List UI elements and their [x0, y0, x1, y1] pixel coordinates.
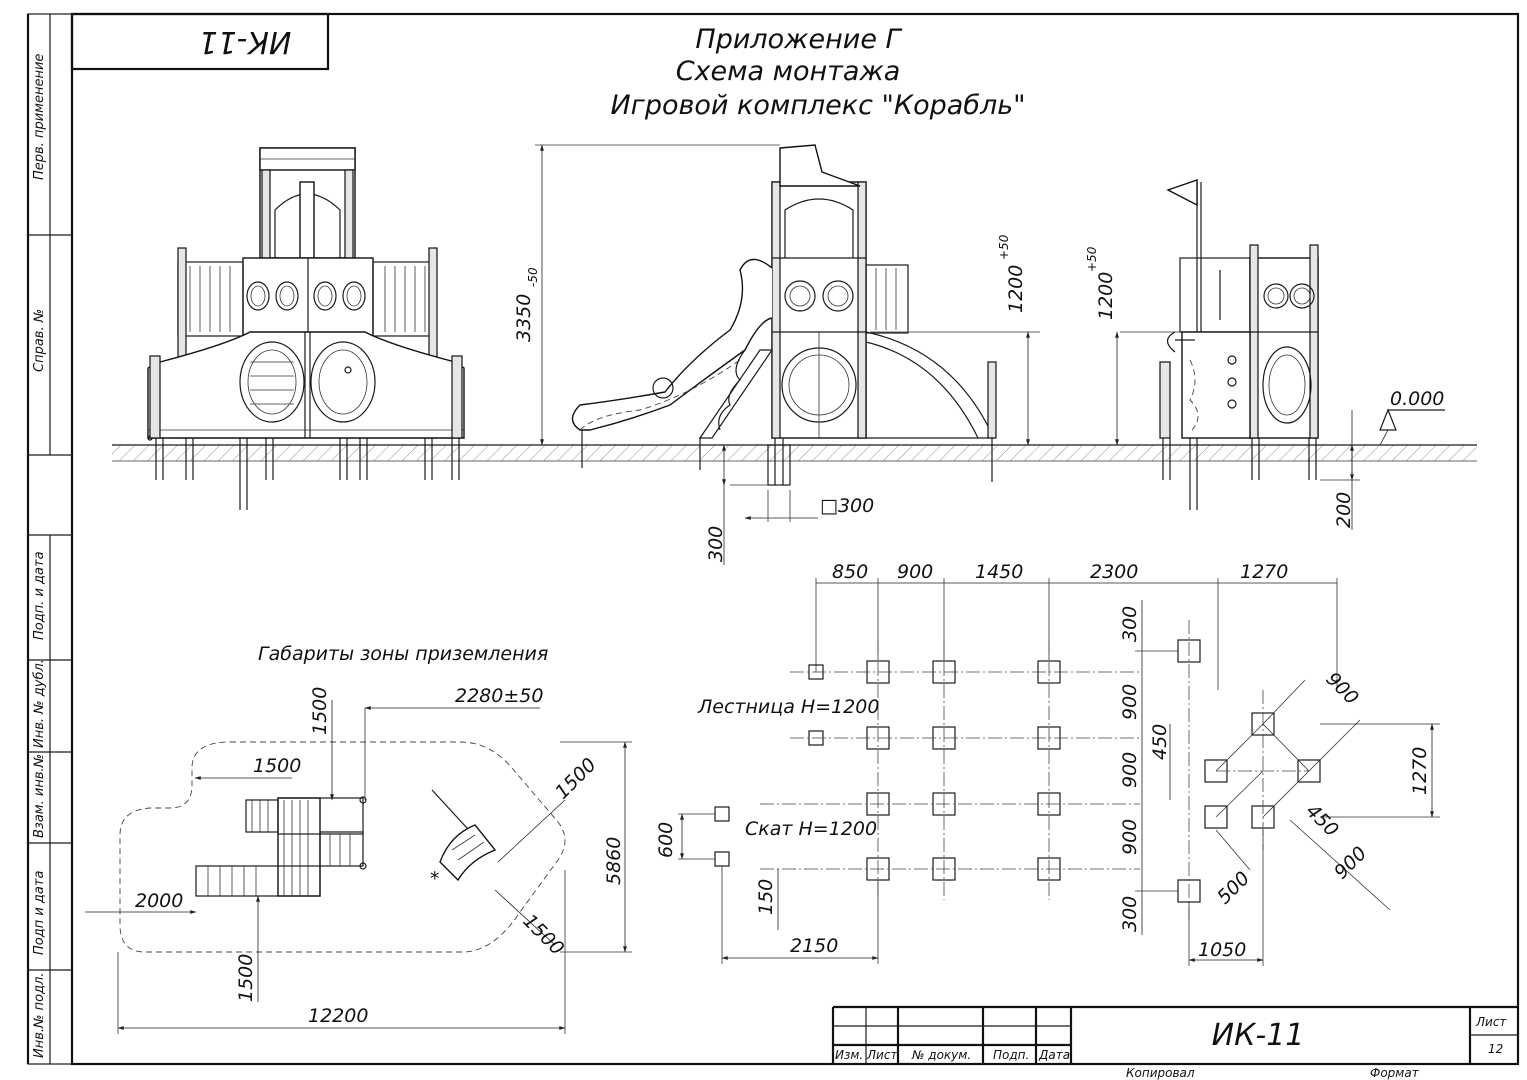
dim-plan-900-diag-bottom: 900	[1330, 842, 1371, 883]
sheet-code-top: ИК-11	[199, 24, 292, 59]
stamp-col-dokum: № докум.	[911, 1048, 971, 1062]
dim-lz-1500-left: 1500	[253, 755, 301, 777]
dim-lz-1500-diag-top: 1500	[551, 754, 601, 804]
stamp-col-podp: Подп.	[993, 1048, 1029, 1062]
ground-line	[112, 444, 1477, 462]
stamp-sheet-label: Лист	[1475, 1015, 1507, 1029]
svg-text:*: *	[430, 868, 440, 890]
side-label-inv-dubl: Инв. № дубл.	[32, 659, 47, 748]
dim-plan-r-300-bottom: 300	[1119, 896, 1141, 932]
dim-1200-mid: 1200	[1005, 265, 1027, 313]
stamp-col-izm: Изм.	[835, 1048, 863, 1062]
side-margin-labels: Перв. применение Справ. № Подп. и дата И…	[32, 54, 47, 1058]
dim-lz-1500-bottom: 1500	[235, 954, 257, 1002]
dim-plan-r-900-b: 900	[1119, 752, 1141, 788]
landing-zone: Габариты зоны приземления * 1500 2280±50…	[85, 643, 632, 1034]
stamp-format: Формат	[1370, 1066, 1420, 1080]
dim-plan-1450: 1450	[975, 561, 1023, 583]
dim-3350-tol: -50	[526, 267, 540, 287]
dim-plan-450-diag: 450	[1301, 800, 1342, 841]
landing-zone-title: Габариты зоны приземления	[258, 643, 548, 665]
title-line-3: Игровой комплекс "Корабль"	[610, 90, 1025, 121]
dim-plan-1050: 1050	[1198, 939, 1246, 961]
slide-label: Скат H=1200	[745, 818, 877, 840]
dim-1200-mid-tol: +50	[997, 234, 1011, 260]
stamp-copied: Копировал	[1126, 1066, 1195, 1080]
dim-plan-500: 500	[1213, 867, 1254, 908]
dim-plan-r-900-c: 900	[1119, 819, 1141, 855]
dim-lz-12200: 12200	[308, 1005, 368, 1027]
dim-footing-300: 300	[705, 526, 727, 562]
stamp-col-list: Лист	[866, 1048, 898, 1062]
level-mark: 0.000	[1390, 388, 1444, 410]
drawing-title: Приложение Г Схема монтажа Игровой компл…	[610, 24, 1025, 121]
stamp-code: ИК-11	[1212, 1018, 1305, 1053]
side-label-inv-podl: Инв.№ подл.	[32, 972, 47, 1058]
dim-plan-1270-right: 1270	[1409, 747, 1431, 795]
side-label-podp2: Подп и дата	[32, 871, 47, 955]
side-label-perv: Перв. применение	[32, 54, 47, 180]
dim-plan-r-300-top: 300	[1119, 606, 1141, 642]
stamp-sheet-number: 12	[1488, 1042, 1503, 1056]
dim-plan-850: 850	[832, 561, 868, 583]
dim-plan-2300: 2300	[1090, 561, 1138, 583]
dim-plan-450-vert: 450	[1149, 724, 1171, 760]
dim-plan-150: 150	[755, 879, 777, 915]
dim-plan-1270: 1270	[1240, 561, 1288, 583]
stamp-col-data: Дата	[1038, 1048, 1070, 1062]
dim-plan-600: 600	[655, 822, 677, 858]
dim-plan-900-diag-top: 900	[1321, 668, 1362, 709]
side-label-podp1: Подп. и дата	[32, 551, 47, 640]
ladder-label: Лестница H=1200	[697, 696, 879, 718]
side-label-sprav: Справ. №	[32, 309, 47, 372]
dim-plan-r-900-a: 900	[1119, 684, 1141, 720]
dim-plan-900: 900	[897, 561, 933, 583]
dim-lz-1500-top: 1500	[309, 687, 331, 735]
title-block: Изм. Лист № докум. Подп. Дата ИК-11 Лист…	[831, 1005, 1518, 1080]
dim-plan-2150: 2150	[790, 935, 838, 957]
dim-post-embed: 200	[1333, 492, 1355, 528]
dim-lz-2000: 2000	[135, 890, 183, 912]
title-line-1: Приложение Г	[695, 24, 902, 55]
side-elevation: 3350 -50	[513, 144, 1040, 565]
dim-3350: 3350	[513, 294, 535, 342]
dim-lz-2280: 2280±50	[455, 685, 543, 707]
foundation-plan: 850 900 1450 2300 1270	[655, 561, 1440, 966]
dim-1200-right-tol: +50	[1085, 246, 1099, 272]
dim-lz-5860: 5860	[603, 837, 625, 885]
sheet-frame	[26, 12, 1520, 1066]
dim-footing-section: □300	[820, 495, 874, 517]
end-elevation: 1200 +50 0.000	[1085, 179, 1445, 530]
front-elevation	[147, 147, 465, 510]
dim-1200-right: 1200	[1095, 272, 1117, 320]
title-line-2: Схема монтажа	[676, 56, 901, 87]
side-label-vzam: Взам. инв.№	[32, 754, 47, 838]
